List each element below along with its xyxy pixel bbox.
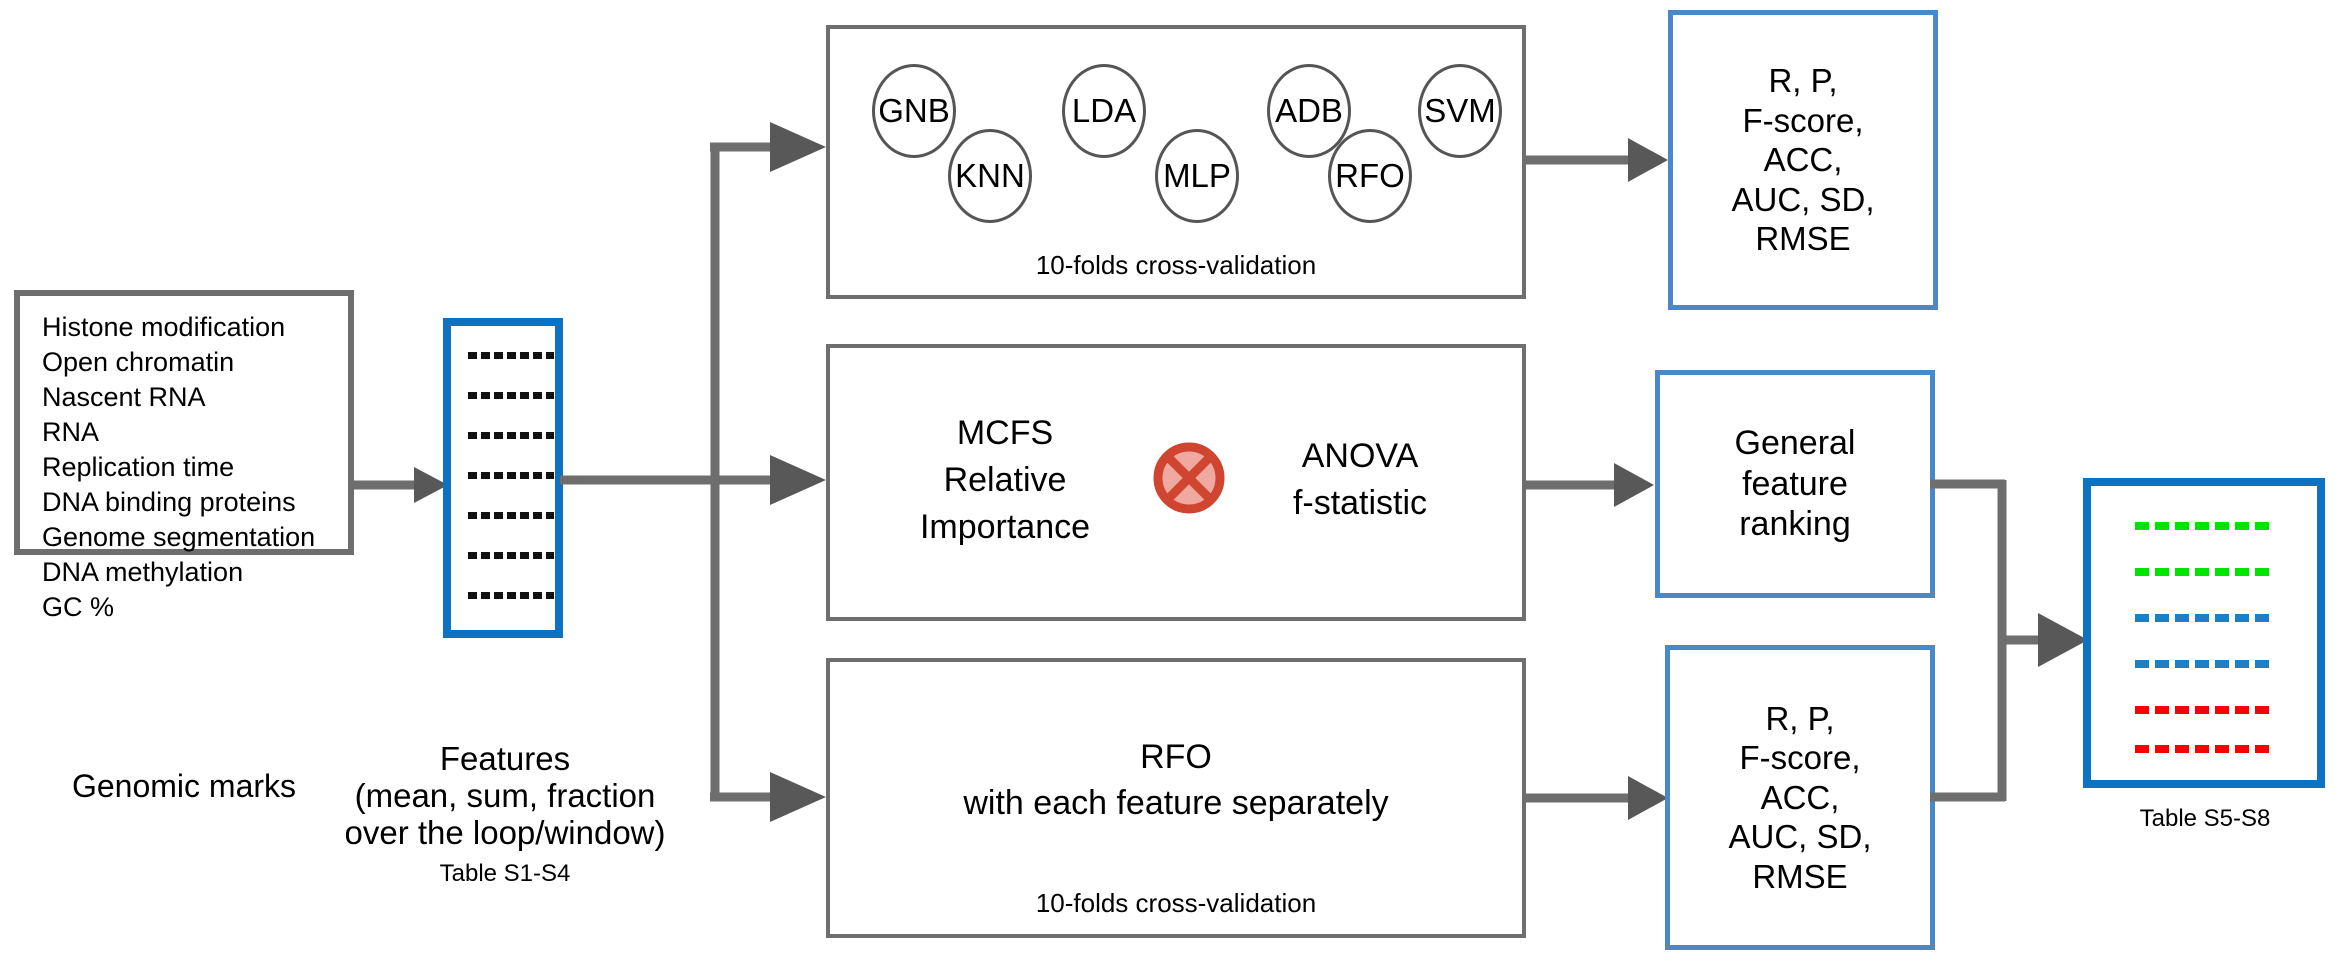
merge-connector-to-final-table [1930,479,2088,802]
rfo-cv-label: 10-folds cross-validation [1035,888,1317,918]
general-feature-ranking-box: General feature ranking [1655,370,1935,598]
list-item: Histone modification [42,312,286,342]
features-caption: Features (mean, sum, fraction over the l… [320,740,690,851]
feature-dash-row [468,592,554,599]
list-item: Replication time [42,452,235,482]
arrow-rfo-to-metrics [1524,776,1668,820]
feature-dash-row [468,552,554,559]
classifier-circle-rfo: RFO [1328,129,1412,223]
classifier-circle-gnb: GNB [872,64,956,158]
classifier-label: KNN [955,157,1025,194]
features-table-label: Table S1-S4 [439,860,571,887]
metrics-line: AUC, SD, [1728,818,1872,856]
circle-x-icon [1153,442,1225,514]
feature-dash-row [468,432,554,439]
feature-dash-row [468,392,554,399]
classifier-label: ADB [1275,92,1343,129]
feature-selection-branch-box: MCFS Relative Importance ANOVA f-statist… [826,344,1526,621]
anova-label: ANOVA f-statistic [1230,433,1490,527]
metrics-bottom-lines: R, P, F-score, ACC, AUC, SD, RMSE [1728,699,1871,897]
list-item: DNA methylation [42,557,244,587]
classifier-circle-knn: KNN [948,129,1032,223]
classifier-circle-mlp: MLP [1155,129,1239,223]
features-caption-line1: Features [439,740,571,777]
classifier-circle-lda: LDA [1062,64,1146,158]
final-dash-row-red [2135,745,2275,753]
ranking-line: feature [1742,464,1848,503]
metrics-line: RMSE [1755,220,1851,258]
classifier-label: RFO [1335,157,1405,194]
list-item: Genome segmentation [42,522,316,552]
classifier-label: GNB [878,92,950,129]
metrics-line: ACC, [1760,778,1840,816]
list-item: RNA [42,417,100,447]
genomic-marks-box: Histone modification Open chromatin Nasc… [14,290,354,622]
list-item: Open chromatin [42,347,235,377]
metrics-line: R, P, [1765,699,1835,737]
classifier-label: MLP [1163,157,1231,194]
list-item: DNA binding proteins [42,487,296,517]
rfo-title-line2: with each feature separately [963,784,1389,822]
final-dash-row-green [2135,522,2275,530]
metrics-top-lines: R, P, F-score, ACC, AUC, SD, RMSE [1731,61,1874,259]
metrics-line: RMSE [1752,857,1848,895]
genomic-marks-list: Histone modification Open chromatin Nasc… [42,310,315,625]
mcfs-line1: MCFS [956,414,1054,452]
ranking-line: ranking [1739,505,1851,544]
rfo-branch-box: RFO with each feature separately 10-fold… [826,658,1526,938]
metrics-line: ACC, [1763,141,1843,179]
classifier-circle-adb: ADB [1267,64,1351,158]
arrow-classifier-to-metrics [1524,138,1668,182]
metrics-line: AUC, SD, [1731,180,1875,218]
arrow-fs-to-ranking [1524,463,1654,507]
anova-line2: f-statistic [1292,484,1428,522]
anova-line1: ANOVA [1301,437,1419,475]
mcfs-line2: Relative [943,461,1067,499]
metrics-top-box: R, P, F-score, ACC, AUC, SD, RMSE [1668,10,1938,310]
classifier-cv-label: 10-folds cross-validation [1035,250,1317,280]
feature-dash-row [468,472,554,479]
genomic-marks-caption: Genomic marks [71,768,297,804]
list-item: GC % [42,592,115,622]
final-table-caption: Table S5-S8 [2139,805,2271,832]
ranking-line: General [1734,423,1856,462]
arrow-marks-to-features [352,467,448,503]
final-dash-row-blue [2135,614,2275,622]
rfo-title-line1: RFO [1140,738,1212,776]
rfo-title: RFO with each feature separately [830,734,1522,826]
final-dash-row-green [2135,568,2275,576]
features-caption-line3: over the loop/window) [344,814,666,851]
branch-splitter-connector [560,122,826,822]
features-caption-line2: (mean, sum, fraction [354,777,656,814]
final-table-box [2083,478,2325,788]
feature-dash-row [468,512,554,519]
metrics-bottom-box: R, P, F-score, ACC, AUC, SD, RMSE [1665,645,1935,950]
metrics-line: R, P, [1768,62,1838,100]
feature-dash-row [468,352,554,359]
metrics-line: F-score, [1739,739,1861,777]
mcfs-label: MCFS Relative Importance [890,410,1120,551]
classifier-label: SVM [1424,92,1496,129]
final-dash-row-red [2135,706,2275,714]
classifier-label: LDA [1071,92,1137,129]
final-dash-row-blue [2135,660,2275,668]
classifier-circle-svm: SVM [1418,64,1502,158]
mcfs-line3: Importance [919,508,1091,546]
classifier-branch-box: GNB LDA ADB SVM KNN MLP RFO 10-folds cro… [826,25,1526,299]
features-box [443,318,563,638]
ranking-lines: General feature ranking [1735,423,1856,545]
list-item: Nascent RNA [42,382,206,412]
metrics-line: F-score, [1742,101,1864,139]
